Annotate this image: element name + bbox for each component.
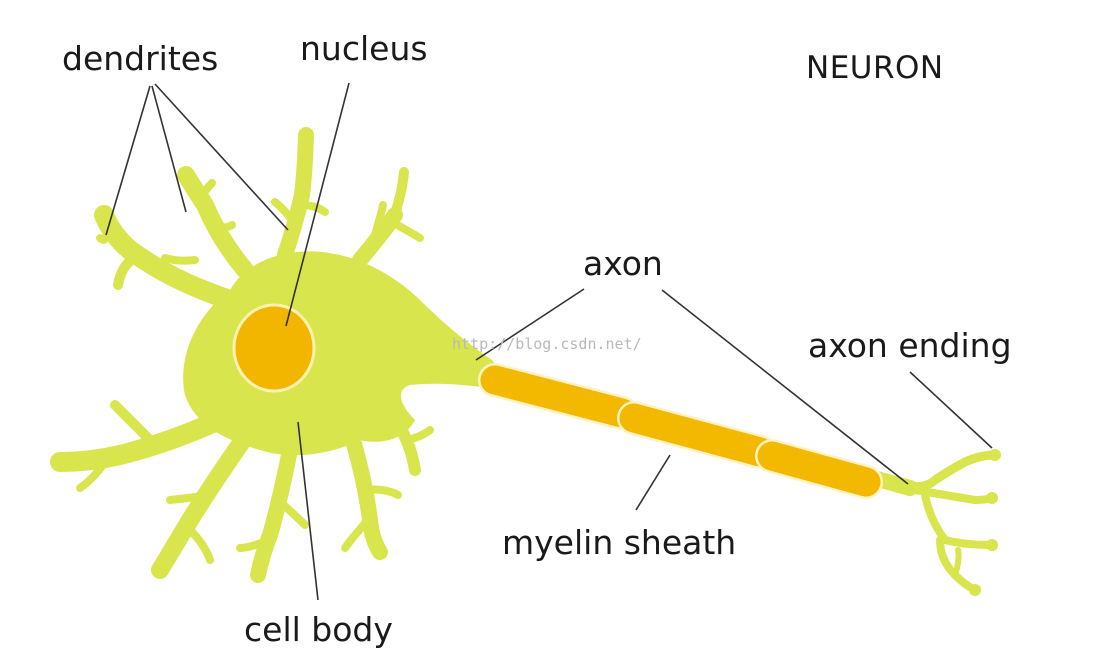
myelin-sheath-shape: [478, 363, 883, 499]
myelin-segment: [617, 401, 777, 469]
label-dendrites: dendrites: [62, 39, 219, 78]
myelin-segment: [478, 363, 639, 430]
leader-dendrites-2: [151, 85, 187, 213]
axon-terminal-bulb: [989, 449, 1001, 461]
leader-lines: [105, 82, 993, 601]
label-nucleus: nucleus: [300, 29, 428, 68]
axon-ending-shape: [895, 449, 1001, 596]
nucleus-shape: [232, 303, 316, 393]
leader-nucleus: [285, 82, 350, 327]
diagram-title: NEURON: [806, 50, 944, 86]
label-cell-body: cell body: [244, 610, 393, 649]
label-axon: axon: [583, 244, 663, 283]
leader-axon-2: [661, 289, 909, 485]
leader-axon-ending: [909, 371, 993, 449]
cell-body-shape: [50, 127, 498, 583]
axon-terminal-bulb: [969, 584, 981, 596]
label-axon-ending: axon ending: [808, 326, 1012, 365]
leader-cell-body: [297, 421, 319, 601]
axon-terminal-bulb: [986, 492, 998, 504]
leader-axon-1: [475, 288, 585, 361]
axon-terminal-bulb: [986, 539, 998, 551]
label-myelin-sheath: myelin sheath: [502, 523, 737, 562]
myelin-segment: [755, 439, 883, 499]
watermark-text: http://blog.csdn.net/: [452, 335, 642, 353]
leader-myelin-sheath: [635, 454, 671, 511]
leader-dendrites-1: [105, 85, 151, 236]
leader-dendrites-3: [154, 83, 289, 231]
